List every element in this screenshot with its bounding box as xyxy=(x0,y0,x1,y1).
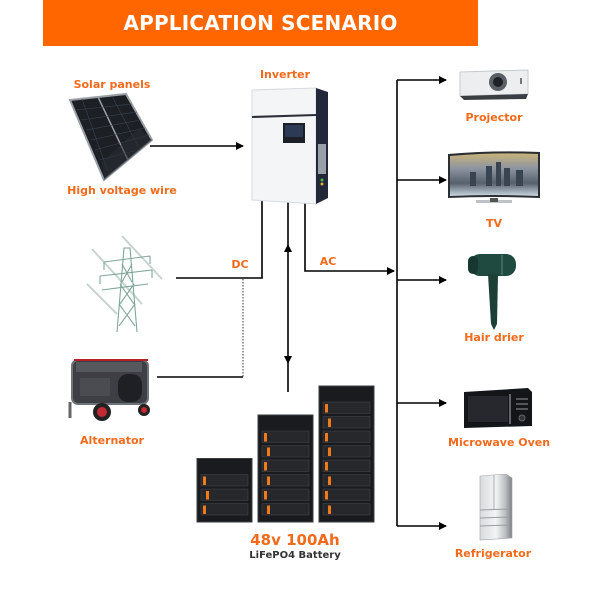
battery-terminal xyxy=(264,462,267,471)
ac-wire xyxy=(304,203,395,275)
battery-terminal xyxy=(325,462,328,471)
battery-module xyxy=(322,503,371,516)
battery-module xyxy=(261,459,310,472)
battery-module xyxy=(200,503,249,516)
inverter-icon xyxy=(251,87,328,205)
generator-icon xyxy=(68,359,150,421)
battery-cabinet xyxy=(257,414,314,523)
power-tower-icon xyxy=(86,235,163,333)
battery-module xyxy=(261,430,310,443)
battery-cabinet xyxy=(196,458,253,523)
battery-module xyxy=(261,474,310,487)
ac-label: AC xyxy=(319,255,337,268)
page-title: APPLICATION SCENARIO xyxy=(123,11,398,35)
microwave-icon xyxy=(464,388,532,428)
battery-rack-icon xyxy=(196,385,375,523)
solar-panels-label: Solar panels xyxy=(73,78,151,91)
battery-up-arrow xyxy=(284,244,292,252)
hair-drier-icon xyxy=(468,254,516,330)
battery-terminal xyxy=(203,505,206,514)
battery-module xyxy=(322,488,371,501)
battery-module xyxy=(322,445,371,458)
load-label-hair-drier: Hair drier xyxy=(464,331,524,344)
solar-panel-icon xyxy=(68,92,154,182)
page-title-banner: APPLICATION SCENARIO xyxy=(43,0,478,46)
alternator-label: Alternator xyxy=(80,434,144,447)
battery-terminal xyxy=(206,491,209,500)
inverter-label: Inverter xyxy=(259,68,311,81)
battery-terminal xyxy=(328,418,331,427)
battery-module xyxy=(322,430,371,443)
battery-terminal xyxy=(328,476,331,485)
battery-terminal xyxy=(325,491,328,500)
tv-icon xyxy=(448,151,540,203)
battery-module xyxy=(200,474,249,487)
battery-terminal xyxy=(267,476,270,485)
battery-cabinet xyxy=(318,385,375,523)
battery-subtitle: LiFePO4 Battery xyxy=(249,550,341,561)
battery-module xyxy=(322,401,371,414)
battery-terminal xyxy=(264,433,267,442)
load-label-microwave: Microwave Oven xyxy=(448,436,551,449)
battery-terminal xyxy=(264,491,267,500)
projector-icon xyxy=(459,69,529,100)
load-label-refrigerator: Refrigerator xyxy=(454,547,532,560)
battery-module xyxy=(261,503,310,516)
high-voltage-wire-label: High voltage wire xyxy=(67,184,177,197)
battery-terminal xyxy=(328,447,331,456)
battery-terminal xyxy=(267,505,270,514)
battery-module xyxy=(322,474,371,487)
battery-title: 48v 100Ah xyxy=(250,531,340,549)
load-label-projector: Projector xyxy=(465,111,523,124)
battery-module xyxy=(322,459,371,472)
battery-module xyxy=(200,488,249,501)
refrigerator-icon xyxy=(479,473,513,541)
dc-label: DC xyxy=(231,258,249,271)
battery-terminal xyxy=(328,505,331,514)
battery-terminal xyxy=(325,433,328,442)
battery-module xyxy=(261,488,310,501)
battery-terminal xyxy=(203,476,206,485)
dc-wire xyxy=(176,197,263,279)
battery-down-arrow xyxy=(284,356,292,364)
battery-module xyxy=(322,416,371,429)
battery-module xyxy=(261,445,310,458)
load-label-tv: TV xyxy=(485,217,503,230)
battery-terminal xyxy=(267,447,270,456)
battery-terminal xyxy=(325,404,328,413)
